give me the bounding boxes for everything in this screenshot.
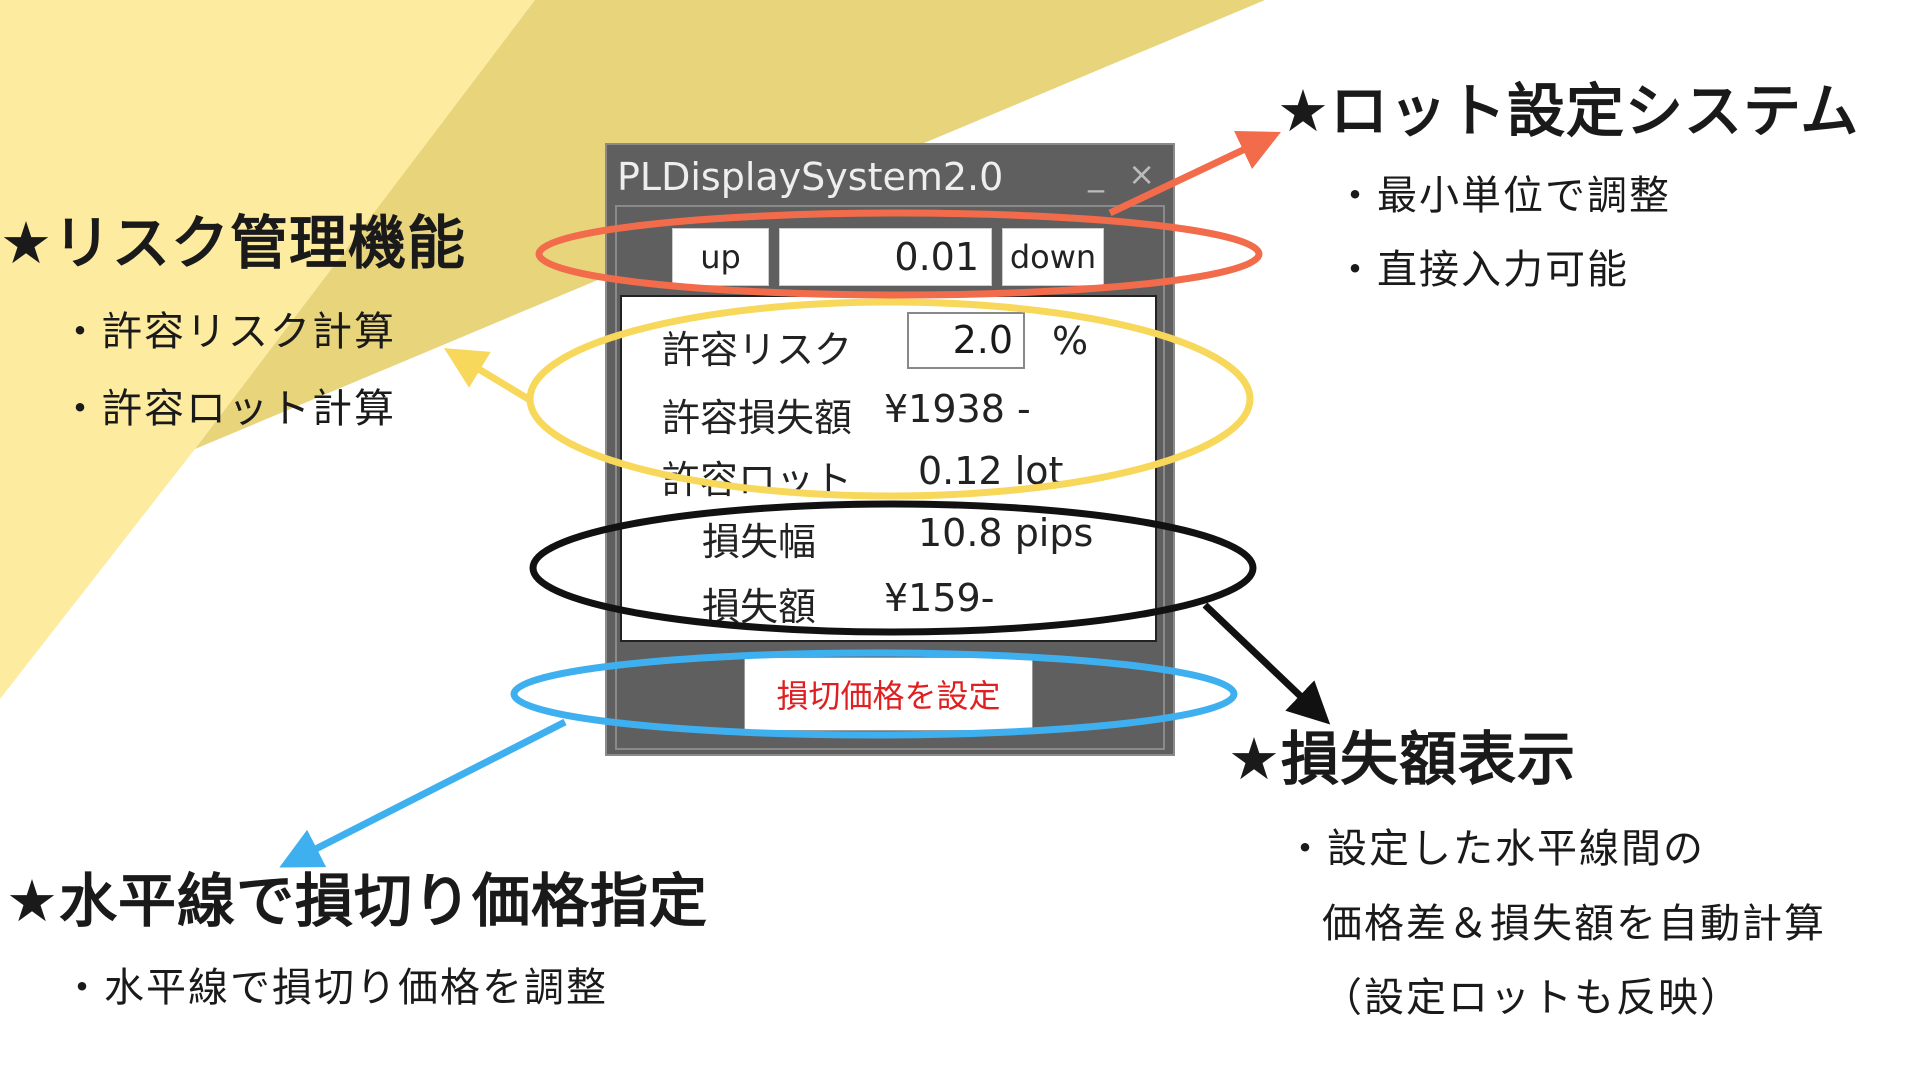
allowed-lot-label: 許容ロット	[662, 458, 853, 502]
risk-heading: ★リスク管理機能	[0, 209, 466, 277]
loss-width-value: 10.8 pips	[918, 511, 1094, 555]
minimize-button[interactable]: _	[1088, 155, 1105, 193]
info-panel: 許容リスク 2.0 % 許容損失額 ¥1938 - 許容ロット 0.12 lot…	[620, 295, 1157, 642]
allowed-risk-unit: %	[1052, 319, 1089, 363]
allowed-loss-label: 許容損失額	[662, 396, 853, 440]
lot-up-button[interactable]: up	[672, 228, 769, 286]
window-title: PLDisplaySystem2.0	[617, 155, 1004, 199]
loss-width-label: 損失幅	[702, 520, 817, 564]
allowed-loss-value: ¥1938 -	[884, 387, 1031, 431]
loss-bullet: ・設定した水平線間の	[1285, 826, 1705, 872]
set-stop-price-button[interactable]: 損切価格を設定	[744, 657, 1033, 731]
loss-amount-value: ¥159-	[884, 576, 995, 620]
window-controls: _ ×	[1088, 155, 1155, 193]
loss-bullet: 価格差＆損失額を自動計算	[1322, 901, 1826, 947]
pl-display-window: PLDisplaySystem2.0 _ × up 0.01 down 許容リス…	[605, 143, 1175, 756]
allowed-risk-label: 許容リスク	[662, 328, 853, 372]
lot-heading: ★ロット設定システム	[1277, 77, 1860, 145]
hline-bullet: ・水平線で損切り価格を調整	[62, 965, 608, 1011]
lot-bullet: ・最小単位で調整	[1335, 173, 1671, 219]
loss-heading: ★損失額表示	[1228, 725, 1576, 793]
allowed-lot-value: 0.12 lot	[918, 449, 1064, 493]
light-yellow-shape	[0, 0, 535, 699]
risk-bullet: ・許容リスク計算	[60, 309, 396, 355]
loss-amount-label: 損失額	[702, 585, 817, 629]
hline-heading: ★水平線で損切り価格指定	[6, 867, 708, 935]
allowed-risk-input[interactable]: 2.0	[907, 312, 1025, 369]
lot-input[interactable]: 0.01	[779, 228, 992, 286]
risk-bullet: ・許容ロット計算	[60, 386, 396, 432]
lot-bullet: ・直接入力可能	[1335, 247, 1629, 293]
loss-bullet: （設定ロットも反映）	[1322, 975, 1742, 1021]
close-button[interactable]: ×	[1128, 155, 1155, 193]
lot-down-button[interactable]: down	[1002, 228, 1104, 286]
